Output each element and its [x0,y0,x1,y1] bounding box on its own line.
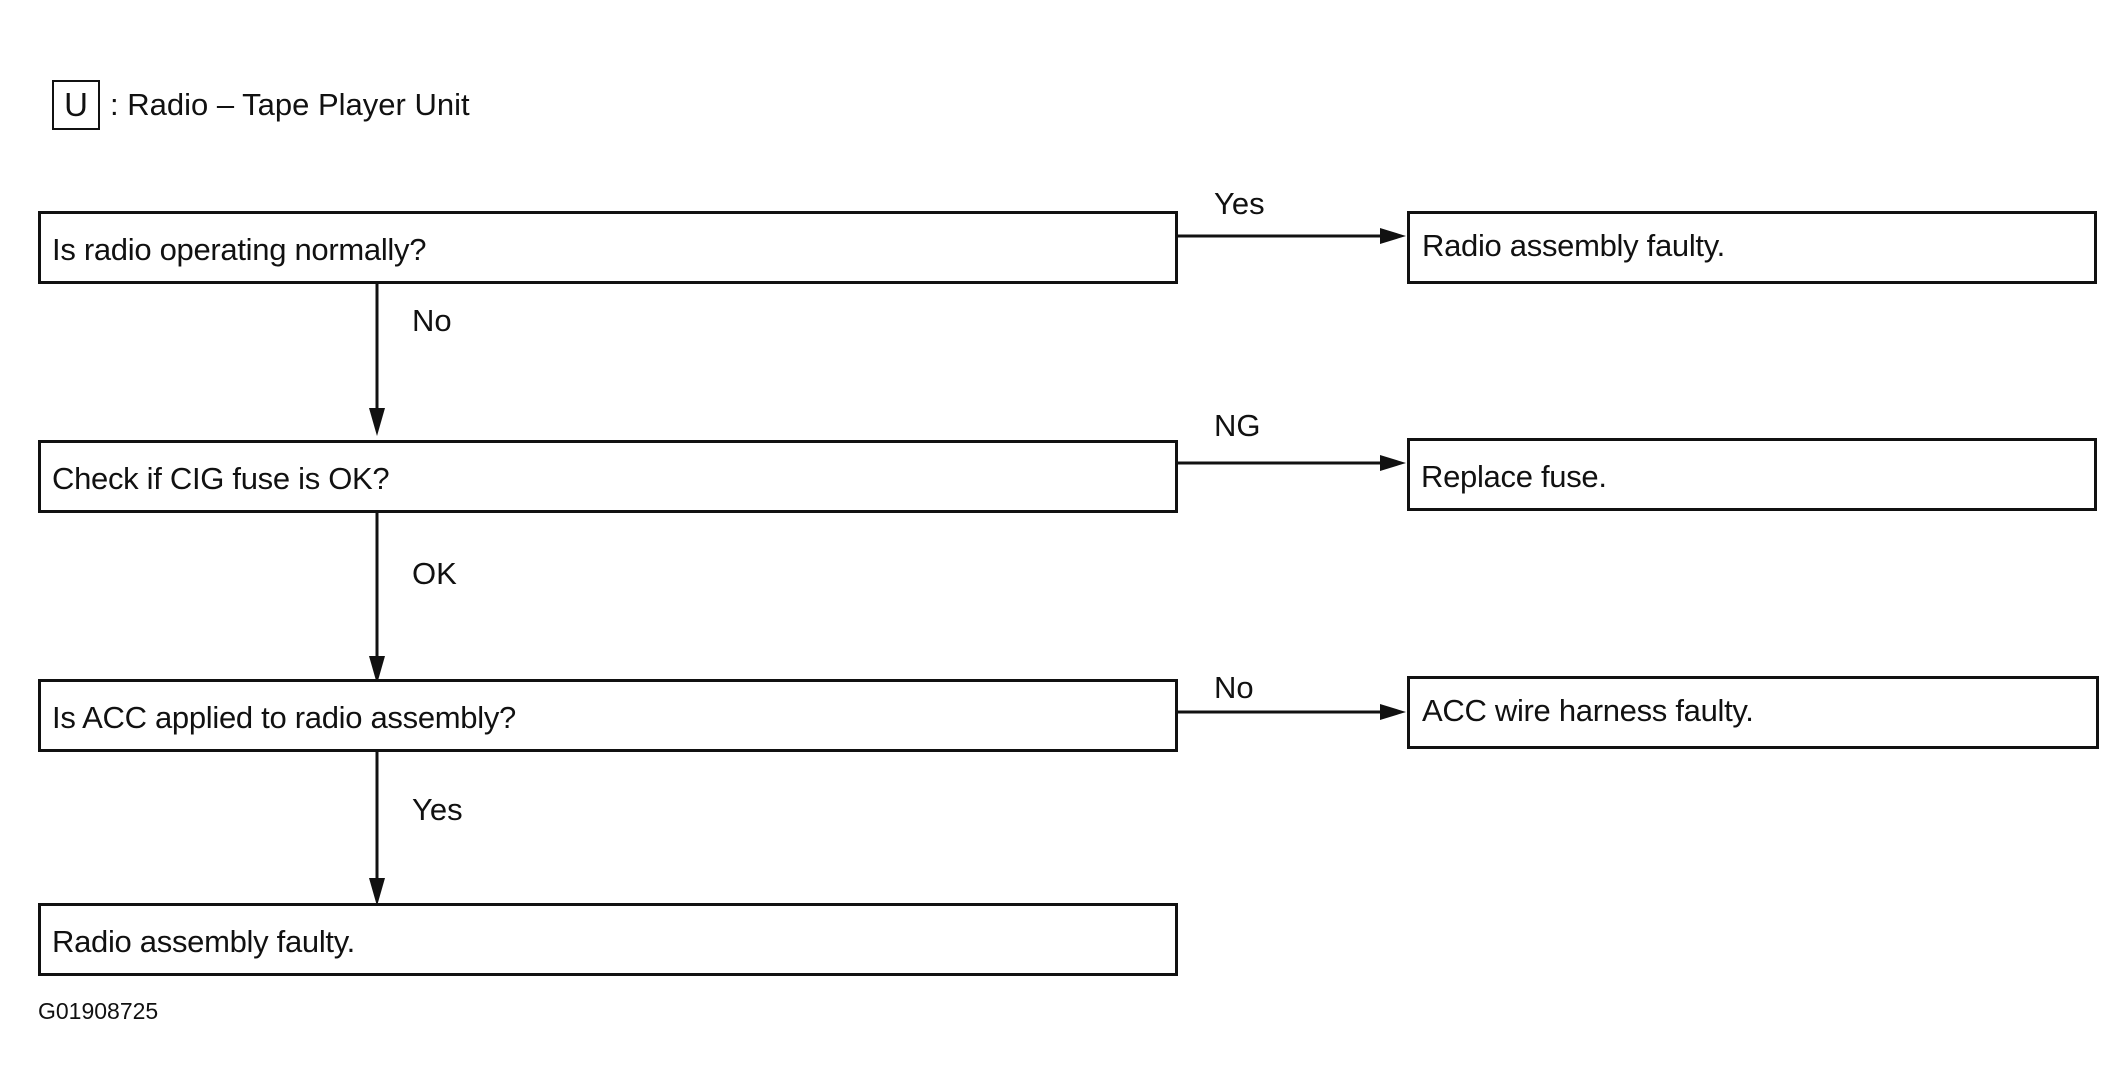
branch-label-down-2: OK [412,556,457,591]
outcome-text-2: Replace fuse. [1421,459,1607,494]
decision-box-2: Check if CIG fuse is OK? [38,440,1178,513]
legend-text: : Radio – Tape Player Unit [110,87,470,122]
arrowhead-down-2 [369,656,385,684]
outcome-box-2: Replace fuse. [1407,438,2097,511]
outcome-text-1: Radio assembly faulty. [1422,227,1725,263]
branch-label-right-3: No [1214,670,1254,705]
legend-key-box: U [52,80,100,130]
outcome-box-1: Radio assembly faulty. [1407,211,2097,284]
arrowhead-right-1 [1380,228,1406,244]
arrowhead-right-2 [1380,455,1406,471]
figure-code: G01908725 [38,998,159,1024]
legend: U : Radio – Tape Player Unit [52,77,470,133]
legend-key: U [64,86,88,123]
outcome-text-3: ACC wire harness faulty. [1422,692,1754,728]
arrowhead-right-3 [1380,704,1406,720]
arrowhead-down-1 [369,408,385,436]
result-text-final: Radio assembly faulty. [52,924,355,959]
arrowhead-down-3 [369,878,385,906]
decision-box-3: Is ACC applied to radio assembly? [38,679,1178,752]
decision-text-3: Is ACC applied to radio assembly? [52,700,516,735]
outcome-box-3: ACC wire harness faulty. [1407,676,2099,749]
branch-label-down-3: Yes [412,792,463,827]
branch-label-right-2: NG [1214,408,1261,443]
decision-text-1: Is radio operating normally? [52,232,427,267]
decision-text-2: Check if CIG fuse is OK? [52,461,390,496]
decision-box-1: Is radio operating normally? [38,211,1178,284]
result-box-final: Radio assembly faulty. [38,903,1178,976]
branch-label-down-1: No [412,303,452,338]
branch-label-right-1: Yes [1214,186,1265,221]
